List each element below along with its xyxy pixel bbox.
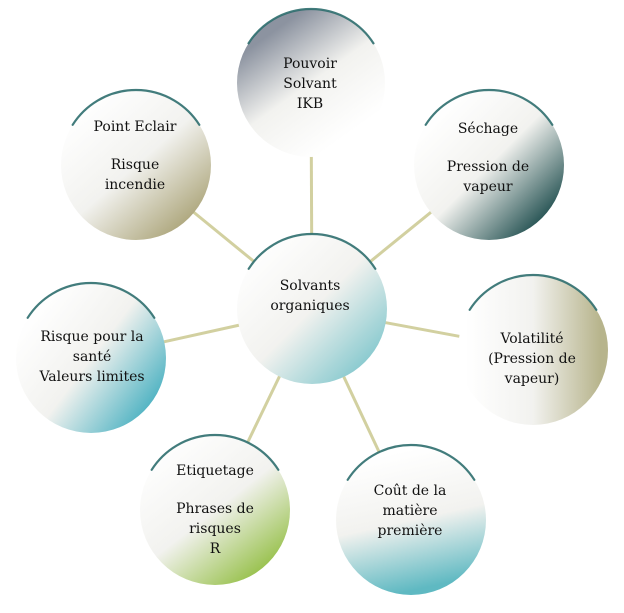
node-cout-matiere [336,443,486,595]
node-point-eclair-rim [71,88,201,126]
node-sechage [414,88,564,240]
node-sechage-rim [424,88,554,126]
node-risque-sante [16,281,166,433]
connector-etiquetage [245,372,283,445]
node-etiquetage-disc [140,435,290,585]
node-volatilite-rim [468,273,598,311]
connector-cout-matiere [340,372,382,455]
node-risque-sante-disc [16,283,166,433]
node-etiquetage-rim [150,433,280,471]
bubbles [16,7,608,595]
center-bubble-disc [237,234,387,384]
node-risque-sante-rim [26,281,156,319]
node-point-eclair [61,88,211,240]
node-cout-matiere-disc [336,445,486,595]
connectors [161,154,462,455]
center-bubble [237,232,387,384]
node-point-eclair-disc [61,90,211,240]
node-cout-matiere-rim [346,443,476,481]
connector-risque-sante [161,322,244,344]
node-volatilite-disc [458,275,608,425]
connector-sechage [366,209,434,266]
node-pouvoir-solvant [237,7,385,157]
node-pouvoir-solvant-disc [237,9,385,157]
connector-point-eclair [191,210,258,266]
node-etiquetage [140,433,290,585]
center-bubble-rim [247,232,377,270]
node-sechage-disc [414,90,564,240]
connector-volatilite [381,320,462,339]
node-volatilite [458,273,608,425]
node-pouvoir-solvant-rim [247,7,375,45]
